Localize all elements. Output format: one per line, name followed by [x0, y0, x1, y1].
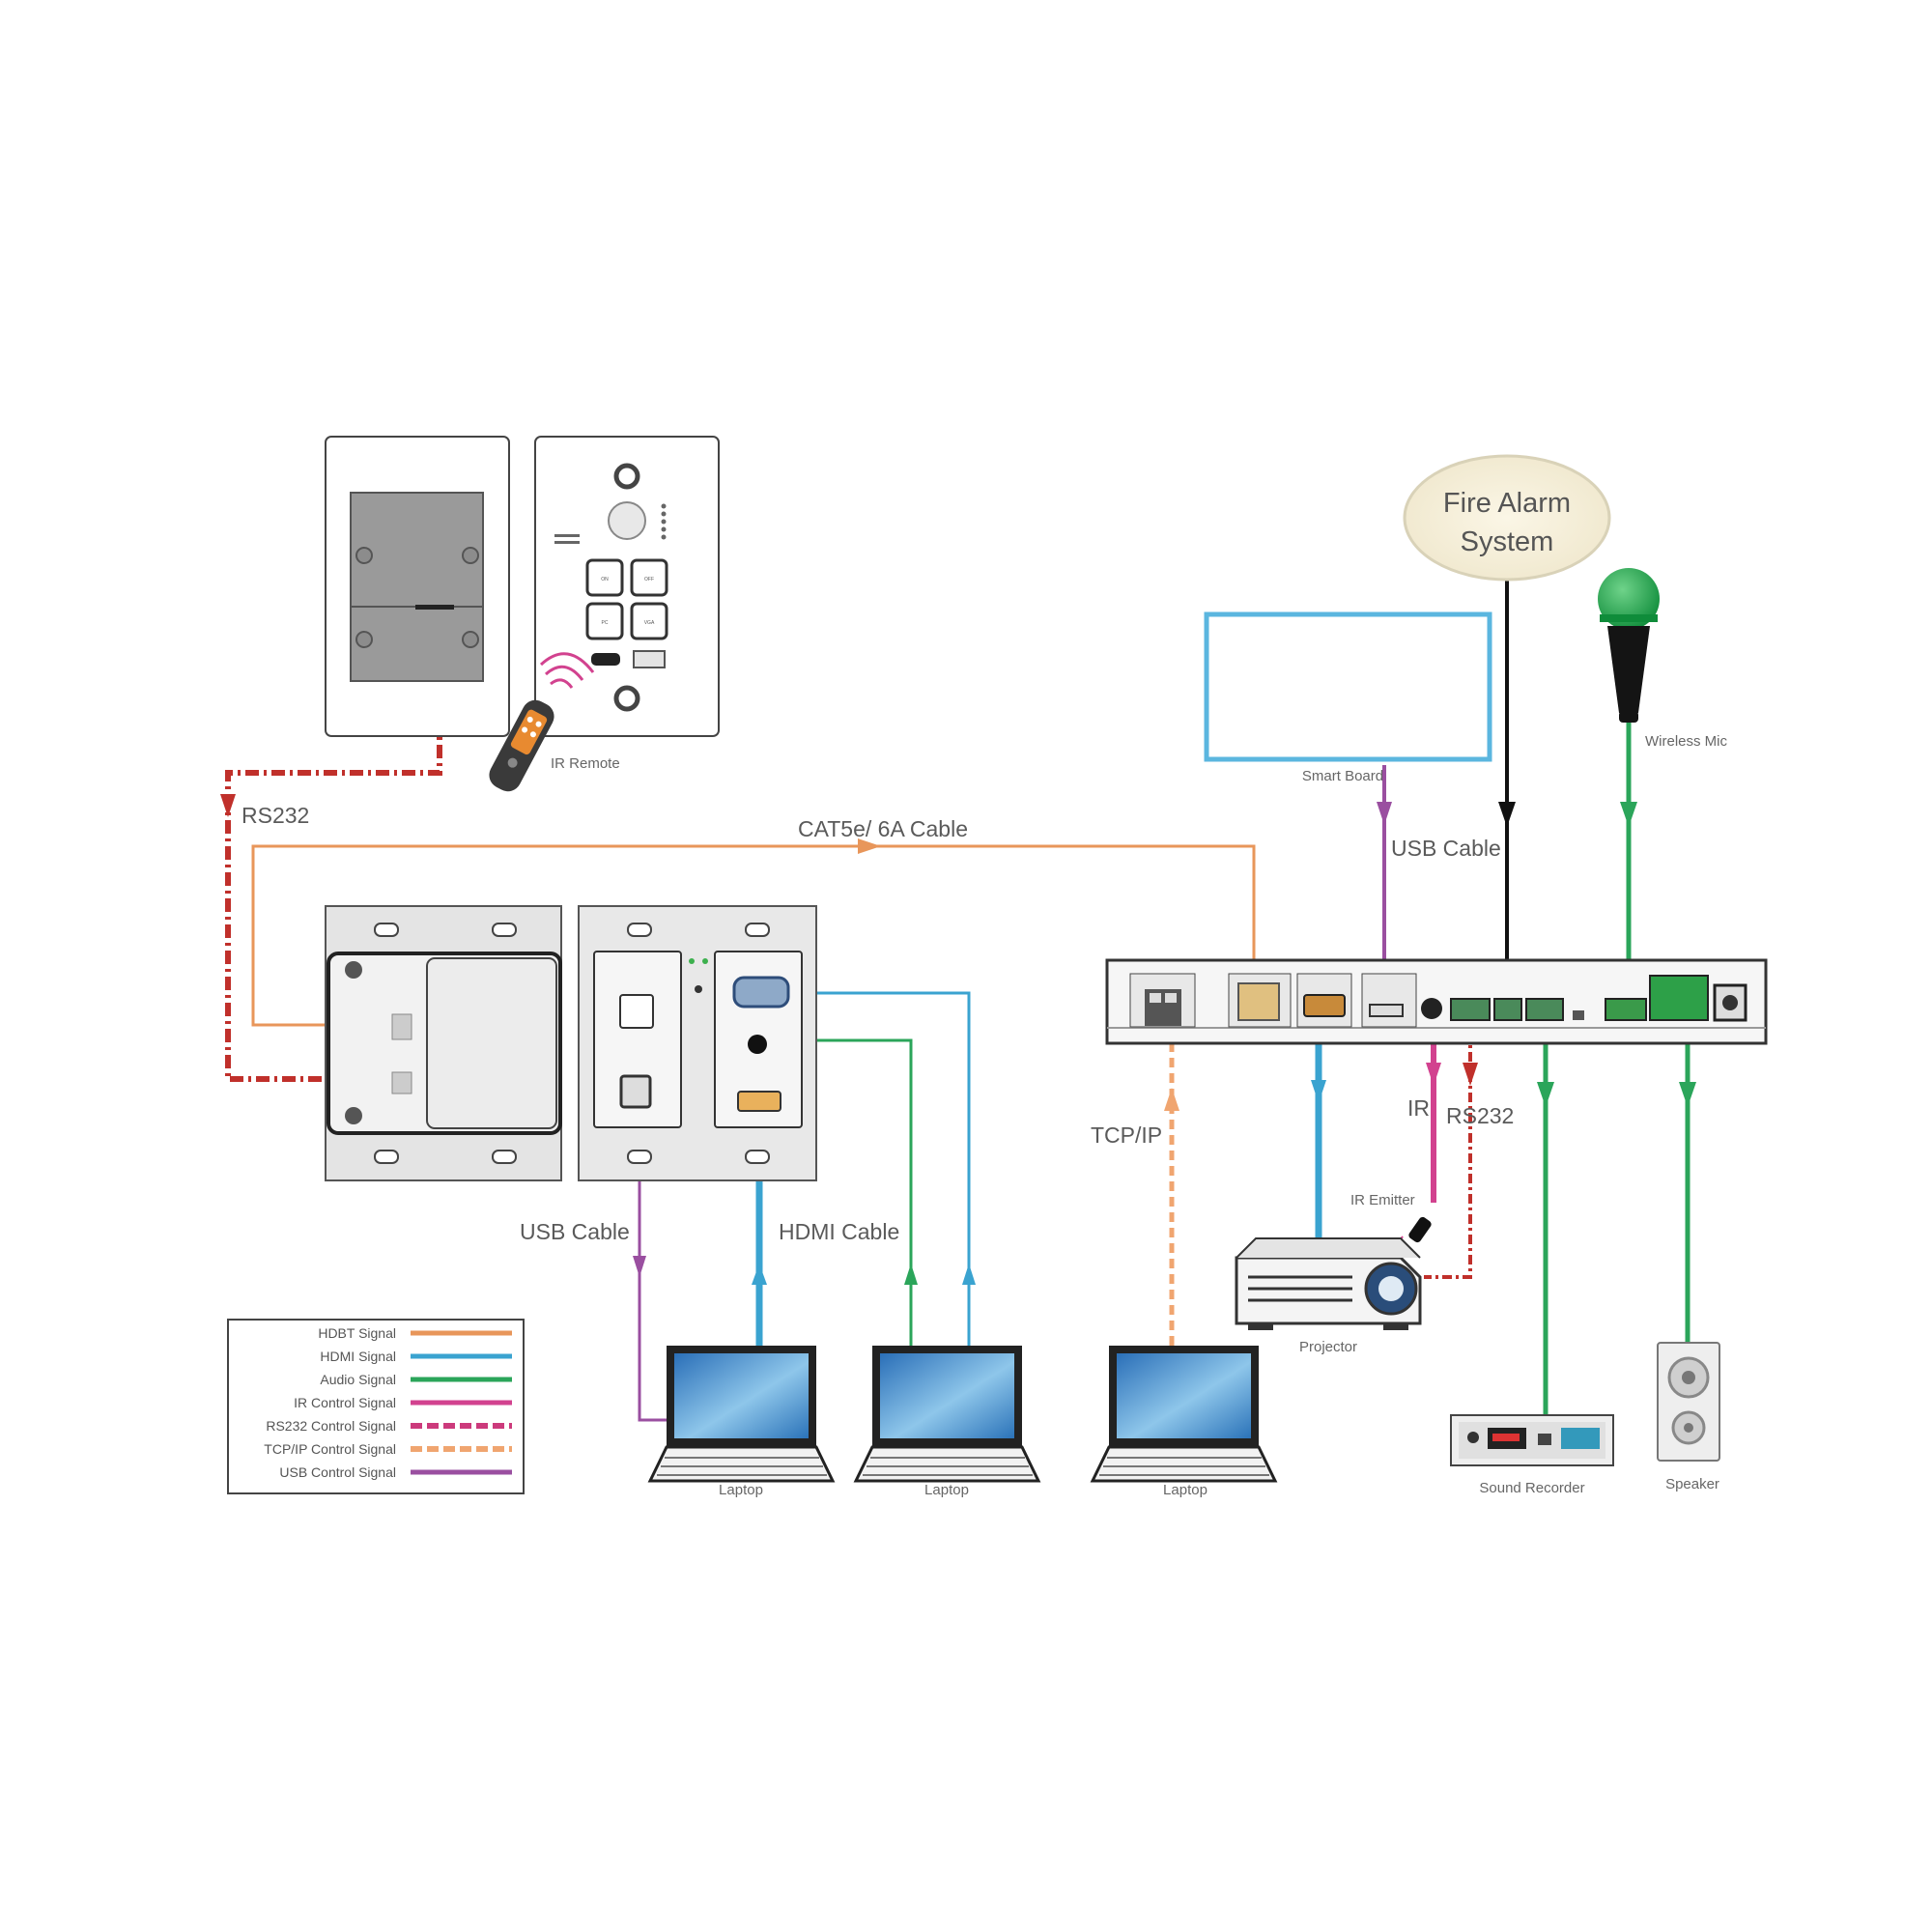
legend-label: HDMI Signal: [320, 1349, 396, 1364]
screw-icon: [613, 463, 640, 490]
hdmi-cable-label: HDMI Cable: [779, 1219, 899, 1244]
legend-label: IR Control Signal: [294, 1395, 396, 1410]
wall-plate-back: [325, 436, 510, 737]
audio-arrow-speaker: [1679, 1082, 1696, 1107]
usb-arrow-right: [1377, 802, 1392, 825]
source-select-button[interactable]: [619, 994, 654, 1029]
laptop-2-label: Laptop: [924, 1482, 969, 1498]
projector-label: Projector: [1299, 1339, 1357, 1355]
legend-label: RS232 Control Signal: [266, 1418, 396, 1434]
fire-alarm-node: Fire Alarm System: [1403, 454, 1611, 582]
speaker-label: Speaker: [1665, 1476, 1719, 1492]
receiver-plate: [325, 905, 562, 1181]
audio-out-port: [1525, 998, 1564, 1021]
transmitter-plate: [578, 905, 817, 1181]
mic-in-port: [1605, 998, 1647, 1021]
ir-sensor-port: [591, 653, 620, 666]
legend-label: USB Control Signal: [279, 1464, 396, 1480]
sound-recorder-label: Sound Recorder: [1479, 1480, 1584, 1496]
hdmi-arrow-projector: [1311, 1080, 1326, 1103]
relay-port: [1493, 998, 1522, 1021]
fire-alarm-label-line2: System: [1461, 526, 1554, 557]
tcpip-arrow: [1164, 1088, 1179, 1111]
signal-lines: [220, 580, 1696, 1422]
projector-icon: [1235, 1237, 1422, 1330]
ir-remote-label: IR Remote: [551, 755, 620, 772]
ir-remote-icon: [489, 652, 595, 792]
hdmi-arrow-laptop1: [752, 1264, 767, 1285]
wallplate-button-pc[interactable]: [585, 602, 624, 640]
rs232-phoenix-port: [1450, 998, 1491, 1021]
rs232-right-label: RS232: [1446, 1103, 1514, 1128]
legend-label: HDBT Signal: [318, 1325, 396, 1341]
audio-block-port: [1649, 975, 1709, 1021]
hdmi-port: [737, 1091, 781, 1112]
vga-arrow-laptop2: [962, 1264, 976, 1285]
ir-label: IR: [1407, 1095, 1430, 1121]
usb-cable-left-label: USB Cable: [520, 1219, 630, 1244]
ir-out-port: [1421, 998, 1442, 1019]
laptop-3-icon: [1090, 1346, 1278, 1483]
audio-arrow-laptop2: [904, 1264, 918, 1285]
speaker-icon: [1657, 1342, 1720, 1462]
laptop-3-label: Laptop: [1163, 1482, 1208, 1498]
fire-alarm-label-line1: Fire Alarm: [1443, 488, 1571, 519]
wallplate-button-vga[interactable]: [630, 602, 668, 640]
wireless-mic-label: Wireless Mic: [1645, 733, 1727, 750]
smart-board-label: Smart Board: [1302, 768, 1383, 784]
usb-cable-right-label: USB Cable: [1391, 836, 1501, 861]
wallplate-button-off-label: OFF: [644, 577, 654, 582]
audio-arrow-recorder: [1537, 1082, 1554, 1107]
rs232-arrow-right: [1463, 1063, 1478, 1086]
rs232-port-front: [633, 650, 666, 668]
volume-knob[interactable]: [608, 501, 646, 540]
usb-arrow-left: [633, 1256, 646, 1277]
wallplate-button-pc-label: PC: [602, 620, 609, 626]
rs232-arrow-left: [220, 794, 236, 817]
wallplate-button-on[interactable]: [585, 558, 624, 597]
vga-line-laptop2: [790, 991, 971, 1346]
usb-line-left: [638, 1145, 668, 1422]
mic-arrow: [1620, 802, 1637, 827]
ir-arrow: [1426, 1063, 1441, 1086]
rs232-left-label: RS232: [242, 803, 309, 828]
audio-jack-port: [748, 1035, 767, 1054]
hdbt-arrow: [858, 838, 881, 854]
legend-label: TCP/IP Control Signal: [264, 1441, 396, 1457]
wallplate-button-vga-label: VGA: [644, 620, 655, 626]
volume-led-bar: [661, 503, 667, 540]
wallplate-button-off[interactable]: [630, 558, 668, 597]
vga-port: [732, 976, 790, 1009]
laptop-2-icon: [853, 1346, 1041, 1483]
cat-cable-label: CAT5e/ 6A Cable: [798, 816, 968, 841]
legend-label: Audio Signal: [320, 1372, 396, 1387]
wall-plate-front: ON OFF PC VGA: [534, 436, 720, 737]
control-box: [1105, 958, 1768, 1045]
sound-recorder-icon: [1450, 1414, 1614, 1466]
laptop-1-label: Laptop: [719, 1482, 763, 1498]
wireless-mic-icon: [1598, 568, 1660, 723]
wallplate-buttons: ON OFF PC VGA: [585, 558, 668, 640]
fire-alarm-arrow: [1498, 802, 1516, 827]
legend-box: [227, 1319, 525, 1494]
hdbt-cat-line: [251, 844, 1256, 1027]
smart-board-icon: [1204, 611, 1492, 762]
ir-emitter-label: IR Emitter: [1350, 1192, 1415, 1208]
rs232-line-right: [1424, 1032, 1472, 1279]
screw-icon: [613, 685, 640, 712]
usb-b-port: [619, 1074, 652, 1109]
usb-a-port: [1361, 973, 1417, 1028]
laptop-1-icon: [647, 1346, 836, 1483]
tcpip-label: TCP/IP: [1091, 1122, 1162, 1148]
wallplate-button-on-label: ON: [601, 577, 609, 582]
